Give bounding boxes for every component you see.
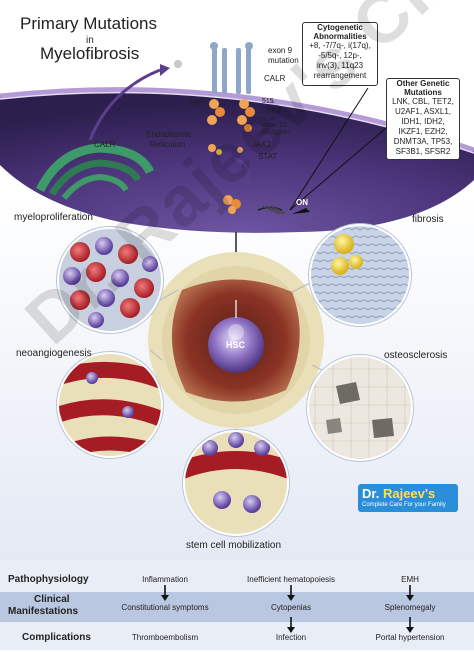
cytogenetic-line-2: -5/5q-, 12p-, [318,51,362,60]
pathophysiology-emh: EMH [401,575,419,584]
other-genetic-heading-1: Other Genetic [396,79,450,88]
label-exon9: exon 9 [268,46,293,55]
clinical-table: Pathophysiology Inflammation Inefficient… [0,560,474,650]
other-genetic-line-1: LNK, CBL, TET2, [392,97,454,106]
myelofibrosis-illustration [0,42,474,560]
row-clinical-manifestations: Clinical Manifestations Constitutional s… [0,592,474,622]
cytogenetic-line-4: rearrangement [313,71,367,80]
cytogenetic-abnormalities-box: Cytogenetic Abnormalities +8, -7/7q-, i(… [302,22,378,86]
brand-name: Dr. Rajeev's [362,486,435,501]
jak2-protein [207,99,255,132]
other-genetic-line-2: U2AF1, ASXL1, [394,107,452,116]
diagram-title-line2: Myelofibrosis [40,44,140,63]
label-calr-left: CALR [94,140,116,149]
brand-dr: Dr. [362,486,380,501]
stem-cell-mobilization-panel [182,429,290,537]
row-clinical-label-1: Clinical [34,594,70,605]
osteosclerosis-panel [306,354,414,462]
brand-rajeevs: Rajeev's [382,486,436,501]
other-genetic-heading-2: Mutations [404,88,442,97]
label-exon12-mutation: mutation [262,129,289,136]
cytogenetic-line-3: inv(3), 11q23 [316,61,364,70]
label-fibrosis: fibrosis [412,214,444,225]
row-complications-label: Complications [22,632,91,643]
brand-tagline: Complete Care For your Family [362,502,446,508]
label-myeloproliferation: myeloproliferation [14,212,93,223]
row-complications: Complications Thromboembolism Infection … [0,624,474,652]
label-jak2: JAK2 [252,140,272,149]
diagram-title-in: in [86,35,94,46]
other-genetic-line-5: DNMT3A, TP53, [393,137,453,146]
label-v617f: V617F [262,108,283,115]
fibrosis-panel [308,223,412,327]
cytogenetic-heading-1: Cytogenetic [317,23,363,32]
bone-marrow-center [148,252,324,428]
label-exon9-mutation: mutation [268,56,299,65]
label-stat: STAT [258,152,278,161]
row-pathophysiology: Pathophysiology Inflammation Inefficient… [0,566,474,594]
diagram-title-line1: Primary Mutations [20,14,157,33]
endoplasmic-reticulum [35,143,155,200]
neoangiogenesis-panel [56,351,164,459]
label-stem-cell-mobilization: stem cell mobilization [186,540,282,551]
complication-portal-hypertension: Portal hypertension [375,633,445,642]
label-calr-top: CALR [264,74,286,83]
myeloproliferation-panel [56,226,164,334]
other-genetic-line-6: SF3B1, SFSR2 [395,147,451,156]
label-515: 515 [262,98,274,105]
clinical-constitutional-symptoms: Constitutional symptoms [121,603,209,612]
nucleus-signal [223,195,287,215]
row-clinical-label-2: Manifestations [8,606,79,617]
label-exon12: exon 12 [262,122,287,129]
table-arrows [161,585,414,633]
label-on: ON [296,198,308,207]
mpl-receptor [210,42,253,94]
pathophysiology-inflammation: Inflammation [142,575,188,584]
clinical-splenomegaly: Splenomegaly [384,603,436,612]
complication-infection: Infection [275,633,307,642]
complication-thromboembolism: Thromboembolism [131,633,199,642]
clinical-cytopenias: Cytopenias [270,603,312,612]
label-or: or [270,116,276,122]
other-genetic-mutations-box: Other Genetic Mutations LNK, CBL, TET2, … [386,78,460,160]
brand-logo: Dr. Rajeev's Complete Care For your Fami… [358,484,458,512]
other-genetic-line-3: IDH1, IDH2, [401,117,445,126]
label-neoangiogenesis: neoangiogenesis [16,348,92,359]
label-mpl: MPL [190,98,207,107]
label-osteosclerosis: osteosclerosis [384,350,448,361]
row-pathophysiology-label: Pathophysiology [8,574,89,585]
cytogenetic-line-1: +8, -7/7q-, i(17q), [309,41,371,50]
other-genetic-line-4: IKZF1, EZH2, [398,127,448,136]
label-er-line2: Reticulum [150,140,186,149]
stat-protein [208,144,243,155]
pathophysiology-inefficient-hematopoiesis: Inefficient hematopoiesis [247,575,335,584]
label-er-line1: Endoplasmic [146,130,192,139]
label-hsc: HSC [226,340,246,350]
cytogenetic-heading-2: Abnormalities [313,32,367,41]
